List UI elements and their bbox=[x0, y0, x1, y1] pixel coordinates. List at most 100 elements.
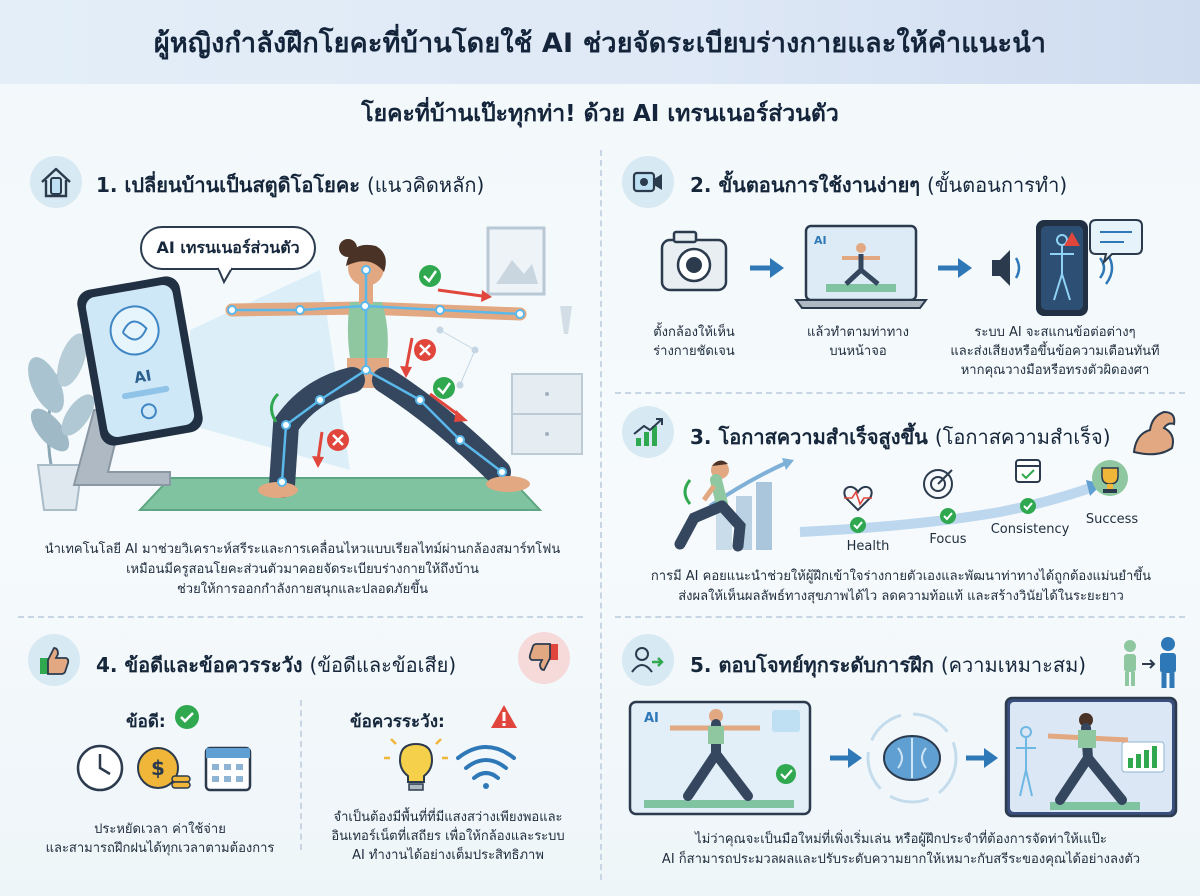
step1-line2: ร่างกายชัดเจน bbox=[653, 344, 735, 359]
horizontal-divider-right-top bbox=[615, 392, 1185, 394]
section1-title-main: 1. เปลี่ยนบ้านเป็นสตูดิโอโยคะ bbox=[96, 173, 360, 197]
error-arrow-mid bbox=[400, 337, 436, 378]
user-arrow-icon bbox=[622, 634, 674, 686]
step3-line1: ระบบ AI จะสแกนข้อต่อต่างๆ bbox=[974, 325, 1136, 340]
wall-frame bbox=[486, 226, 546, 296]
section1-title-paren: (แนวคิดหลัก) bbox=[366, 173, 485, 197]
step2-line1: แล้วทำตามท่าทาง bbox=[807, 325, 909, 340]
pros-label: ข้อดี: bbox=[126, 712, 166, 732]
section3-title-main: 3. โอกาสความสำเร็จสูงขึ้น bbox=[690, 425, 928, 449]
screen-ai-label: AI bbox=[644, 711, 659, 726]
svg-text:$: $ bbox=[151, 756, 165, 780]
milestone-health: Health bbox=[846, 539, 890, 554]
check-circle-icon bbox=[175, 705, 199, 729]
page-title: ผู้หญิงกำลังฝึกโยคะที่บ้านโดยใช้ AI ช่วย… bbox=[153, 27, 1047, 59]
step3-line2: และส่งเสียงหรือขึ้นข้อความเตือนทันที bbox=[950, 344, 1160, 359]
levels-illustration: AI bbox=[628, 696, 1178, 818]
warning-icon bbox=[491, 705, 517, 728]
cons-icons bbox=[384, 738, 516, 791]
pros-icons: $ bbox=[76, 744, 252, 792]
brain-icon bbox=[866, 712, 958, 804]
section5-body: ไม่ว่าคุณจะเป็นมือใหม่ที่เพิ่งเริ่มเล่น … bbox=[616, 830, 1186, 870]
pros-text-line1: ประหยัดเวลา ค่าใช้จ่าย bbox=[94, 822, 226, 837]
wifi-icon bbox=[456, 745, 516, 789]
step2-caption: แล้วทำตามท่าทาง บนหน้าจอ bbox=[790, 323, 926, 361]
step2-line2: บนหน้าจอ bbox=[829, 344, 887, 359]
cons-label: ข้อควรระวัง: bbox=[350, 712, 445, 732]
pros-text: ประหยัดเวลา ค่าใช้จ่าย และสามารถฝึกฝนได้… bbox=[30, 820, 290, 858]
arrow-step1 bbox=[770, 258, 784, 278]
thumbs-up-icon bbox=[28, 634, 80, 686]
section4-title-main: 4. ข้อดีและข้อควรระวัง bbox=[96, 653, 303, 677]
growth-chart-icon bbox=[622, 406, 674, 458]
step3-caption: ระบบ AI จะสแกนข้อต่อต่างๆ และส่งเสียงหรื… bbox=[930, 323, 1180, 380]
section2-title: 2. ขั้นตอนการใช้งานง่ายๆ (ขั้นตอนการทำ) bbox=[690, 169, 1067, 201]
camera-icon bbox=[660, 230, 728, 292]
section5-body-line2: AI ก็สามารถประมวลผลและปรับระดับความยากให… bbox=[661, 852, 1141, 867]
lightbulb-icon bbox=[384, 738, 448, 791]
bubble-tail bbox=[217, 266, 233, 285]
steps-illustration: AI bbox=[660, 219, 1143, 316]
heart-icon bbox=[843, 485, 873, 512]
section3-body-line2: ส่งผลให้เห็นผลลัพธ์ทางสุขภาพได้ไว ลดความ… bbox=[678, 589, 1124, 604]
title-banner: ผู้หญิงกำลังฝึกโยคะที่บ้านโดยใช้ AI ช่วย… bbox=[0, 0, 1200, 84]
section5-title-main: 5. ตอบโจทย์ทุกระดับการฝึก bbox=[690, 653, 934, 677]
pros-cons-divider bbox=[300, 700, 302, 850]
clock-icon bbox=[76, 744, 124, 792]
speaker-icon bbox=[992, 250, 1010, 286]
page-subtitle: โยคะที่บ้านเป๊ะทุกท่า! ด้วย AI เทรนเนอร์… bbox=[361, 101, 839, 127]
ai-trainer-bubble: AI เทรนเนอร์ส่วนตัว bbox=[140, 226, 316, 270]
correct-arrow-leg bbox=[429, 377, 468, 422]
section5-title: 5. ตอบโจทย์ทุกระดับการฝึก (ความเหมาะสม) bbox=[690, 649, 1086, 681]
section1-body-line1: นำเทคโนโลยี AI มาช่วยวิเคราะห์สรีระและกา… bbox=[44, 542, 561, 557]
section5-title-paren: (ความเหมาะสม) bbox=[940, 653, 1087, 677]
muscle-arm-icon bbox=[1132, 410, 1176, 456]
section2-title-paren: (ขั้นตอนการทำ) bbox=[927, 173, 1068, 197]
house-phone-icon bbox=[30, 156, 82, 208]
horizontal-divider-right-bottom bbox=[615, 616, 1185, 618]
video-camera-icon bbox=[622, 156, 674, 208]
section4-title: 4. ข้อดีและข้อควรระวัง (ข้อดีและข้อเสีย) bbox=[96, 649, 456, 681]
phone-ai-label: AI bbox=[133, 366, 153, 387]
lunge-woman bbox=[674, 460, 746, 552]
step1-caption: ตั้งกล้องให้เห็น ร่างกายชัดเจน bbox=[626, 323, 762, 361]
section4-title-paren: (ข้อดีและข้อเสีย) bbox=[309, 653, 457, 677]
cons-text-line1: จำเป็นต้องมีพื้นที่ที่มีแสงสว่างเพียงพอแ… bbox=[333, 810, 563, 825]
section1-body-line3: ช่วยให้การออกกำลังกายสนุกและปลอดภัยขึ้น bbox=[176, 582, 429, 597]
step3-line3: หากคุณวางมือหรือทรงตัวผิดองศา bbox=[960, 363, 1150, 378]
laptop-icon: AI bbox=[794, 224, 928, 309]
milestone-success: Success bbox=[1085, 512, 1139, 527]
laptop-ai-label: AI bbox=[814, 234, 827, 247]
cons-text-line2: อินเทอร์เน็ตที่เสถียร เพื่อให้กล้องและระ… bbox=[331, 829, 565, 844]
vertical-divider bbox=[600, 150, 602, 880]
milestone-focus: Focus bbox=[929, 532, 967, 547]
section3-body-line1: การมี AI คอยแนะนำช่วยให้ผู้ฝึกเข้าใจร่าง… bbox=[650, 569, 1152, 584]
yoga-mat bbox=[137, 477, 543, 511]
calendar-check-icon bbox=[1015, 459, 1041, 483]
arrow-step2 bbox=[958, 258, 972, 278]
correct-arrow-top bbox=[419, 265, 492, 302]
calendar-icon bbox=[204, 746, 252, 792]
section1-body: นำเทคโนโลยี AI มาช่วยวิเคราะห์สรีระและกา… bbox=[20, 540, 585, 600]
horizontal-divider-left bbox=[18, 616, 583, 618]
success-path-illustration bbox=[674, 458, 1128, 552]
beginner-to-pro-icon bbox=[1124, 637, 1176, 688]
milestone-consistency: Consistency bbox=[990, 522, 1070, 537]
section1-title: 1. เปลี่ยนบ้านเป็นสตูดิโอโยคะ (แนวคิดหลั… bbox=[96, 169, 484, 201]
pros-text-line2: และสามารถฝึกฝนได้ทุกเวลาตามต้องการ bbox=[45, 841, 275, 856]
section5-body-line1: ไม่ว่าคุณจะเป็นมือใหม่ที่เพิ่งเริ่มเล่น … bbox=[695, 832, 1107, 847]
thumbs-down-icon bbox=[518, 632, 570, 684]
cons-text-line3: AI ทำงานได้อย่างเต็มประสิทธิภาพ bbox=[352, 848, 544, 863]
cons-text: จำเป็นต้องมีพื้นที่ที่มีแสงสว่างเพียงพอแ… bbox=[308, 808, 588, 865]
step1-line1: ตั้งกล้องให้เห็น bbox=[653, 325, 735, 340]
section2-title-main: 2. ขั้นตอนการใช้งานง่ายๆ bbox=[690, 173, 921, 197]
section1-body-line2: เหมือนมีครูสอนโยคะส่วนตัวมาคอยจัดระเบียบ… bbox=[126, 562, 479, 577]
section3-title: 3. โอกาสความสำเร็จสูงขึ้น (โอกาสความสำเร… bbox=[690, 421, 1111, 453]
error-arrow-knee bbox=[312, 429, 349, 468]
yoga-scene: AI bbox=[28, 226, 583, 511]
coins-icon: $ bbox=[137, 747, 191, 789]
target-icon bbox=[923, 469, 953, 499]
section3-title-paren: (โอกาสความสำเร็จ) bbox=[934, 425, 1111, 449]
plant-illustration bbox=[28, 333, 95, 511]
section3-body: การมี AI คอยแนะนำช่วยให้ผู้ฝึกเข้าใจร่าง… bbox=[616, 567, 1186, 607]
